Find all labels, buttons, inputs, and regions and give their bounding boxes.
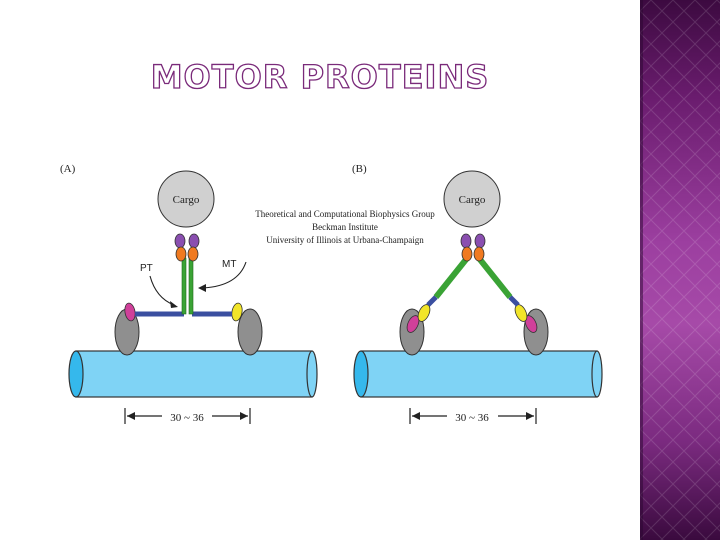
motor-head-right-a (231, 302, 262, 355)
credit-block: Theoretical and Computational Biophysics… (255, 209, 435, 245)
microtubule-a (69, 351, 317, 397)
distance-label-a: 30 ~ 36 (170, 412, 204, 424)
motor-head-left-b (400, 303, 432, 355)
neck-linker-right-b (510, 297, 518, 305)
coiled-coil-arm-left-b (436, 257, 468, 297)
mt-label: MT (222, 259, 236, 270)
credit-line-1: Theoretical and Computational Biophysics… (255, 209, 435, 219)
pt-arrow (150, 276, 174, 305)
neck-linker-left-b (428, 297, 436, 305)
cargo-b-label: Cargo (459, 194, 486, 206)
panel-a-label: (A) (60, 163, 76, 175)
credit-line-2: Beckman Institute (312, 222, 378, 232)
microtubule-b (354, 351, 602, 397)
motor-head-right-b (513, 303, 548, 355)
pt-label: PT (140, 263, 153, 274)
motor-protein-diagram: (A) Cargo PT (0, 0, 640, 540)
coiled-coil-stalk-a (182, 258, 186, 314)
credit-line-3: University of Illinois at Urbana-Champai… (266, 235, 424, 245)
cargo-a-label: Cargo (173, 194, 200, 206)
panel-b: (B) Cargo (352, 163, 602, 424)
panel-b-label: (B) (352, 163, 367, 175)
motor-head-left-a (115, 302, 139, 355)
distance-label-b: 30 ~ 36 (455, 412, 489, 424)
coiled-coil-arm-right-b (478, 257, 510, 297)
panel-a: (A) Cargo PT (60, 163, 317, 424)
decorative-side-band (640, 0, 720, 540)
